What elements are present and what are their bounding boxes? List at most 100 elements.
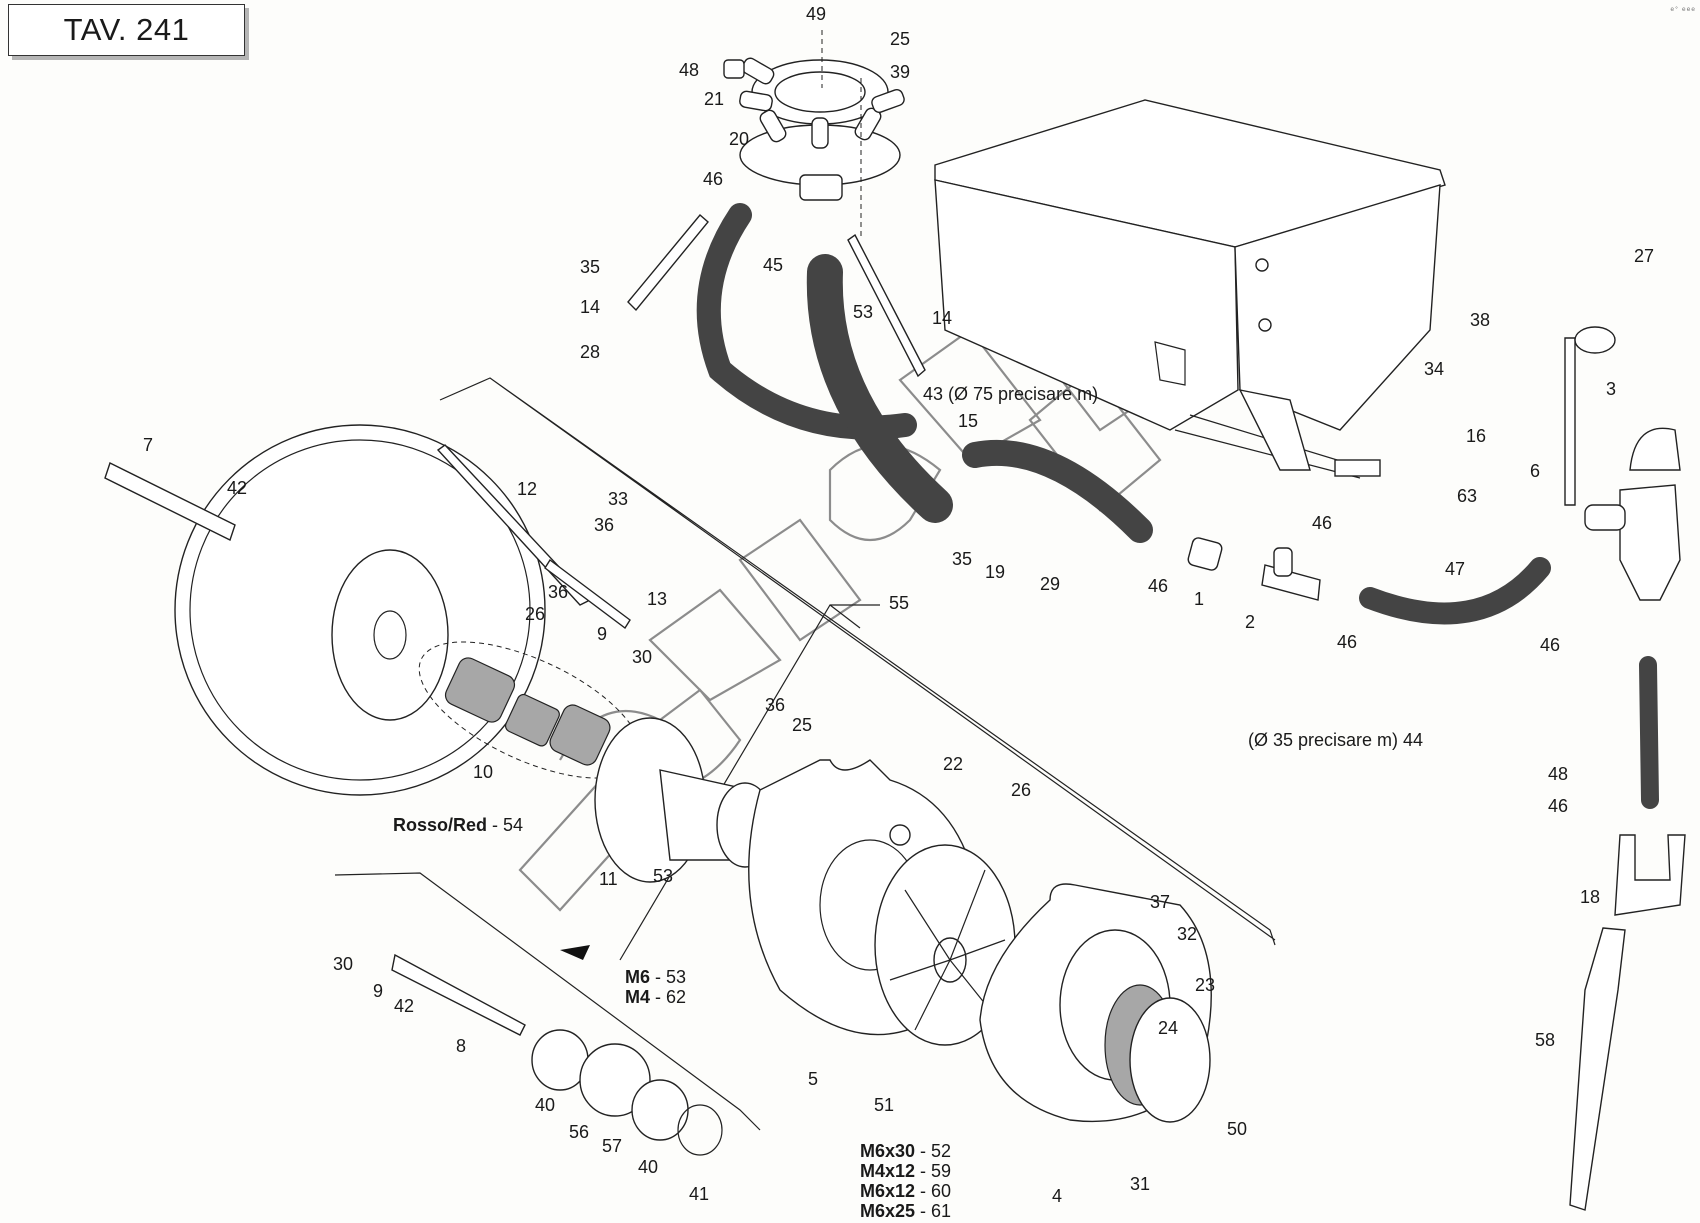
- callout-2: 2: [1245, 612, 1256, 632]
- callout-27: 27: [1634, 246, 1655, 266]
- direction-arrow: [560, 945, 590, 960]
- callout-57: 57: [602, 1136, 623, 1156]
- shaft-8: [391, 953, 526, 1036]
- callout-13: 13: [647, 589, 668, 609]
- callout-47: 47: [1445, 559, 1466, 579]
- callout-37: 37: [1150, 892, 1171, 912]
- clamp-3: [1574, 326, 1616, 354]
- callout-43: 43 (Ø 75 precisare m): [923, 384, 1099, 404]
- hose-44a: [1359, 557, 1551, 625]
- size-code: M6x12: [860, 1181, 916, 1201]
- size-code: M4x12: [860, 1161, 916, 1181]
- nut-size-row: M6 - 53: [625, 967, 687, 987]
- callout-49: 49: [806, 4, 827, 24]
- hose-43b: [806, 254, 953, 523]
- circlip-41: [677, 1104, 723, 1156]
- spacer-22: [889, 824, 911, 846]
- hose-43c: [962, 439, 1153, 543]
- callout-46: 46: [703, 169, 724, 189]
- callout-46: 46: [1337, 632, 1358, 652]
- callout-1: 1: [1194, 589, 1205, 609]
- callout-55: 55: [889, 593, 910, 613]
- callout-3: 3: [1606, 379, 1617, 399]
- callout-40: 40: [638, 1157, 659, 1177]
- group-outline-55: [439, 377, 1276, 946]
- callout-21: 21: [704, 89, 725, 109]
- distributor-head: [723, 30, 905, 240]
- callout-6: 6: [1530, 461, 1541, 481]
- callout-46: 46: [1540, 635, 1561, 655]
- callout-42: 42: [394, 996, 415, 1016]
- callout-58: 58: [1535, 1030, 1556, 1050]
- callout-8: 8: [456, 1036, 467, 1056]
- color-note-code: Rosso/Red: [393, 815, 488, 835]
- callout-46: 46: [1148, 576, 1169, 596]
- callout-39: 39: [890, 62, 911, 82]
- size-code: M6: [625, 967, 651, 987]
- circlip-57: [579, 1043, 651, 1117]
- callout-38: 38: [1470, 310, 1491, 330]
- callout-56: 56: [569, 1122, 590, 1142]
- callout-19: 19: [985, 562, 1006, 582]
- table-title: TAV. 241: [8, 4, 245, 56]
- hopper: [934, 99, 1446, 479]
- hose-44b: [1639, 656, 1659, 809]
- corner-mark: e° eee: [1670, 6, 1696, 13]
- callout-22: 22: [943, 754, 964, 774]
- cap-24: [1129, 997, 1211, 1123]
- callout-9: 9: [373, 981, 384, 1001]
- callout-15: 15: [958, 411, 979, 431]
- callout-36: 36: [765, 695, 786, 715]
- hose-43a: [696, 203, 917, 440]
- callout-28: 28: [580, 342, 601, 362]
- size-part: 52: [931, 1141, 952, 1161]
- callout-63: 63: [1457, 486, 1478, 506]
- callout-30: 30: [632, 647, 653, 667]
- callout-11: 11: [599, 869, 618, 889]
- callout-36: 36: [594, 515, 615, 535]
- callout-51: 51: [874, 1095, 895, 1115]
- callout-42: 42: [227, 478, 248, 498]
- callout-35: 35: [580, 257, 601, 277]
- callout-29: 29: [1040, 574, 1061, 594]
- size-part: 61: [931, 1201, 952, 1221]
- table-title-text: TAV. 241: [63, 12, 190, 47]
- callout-53: 53: [853, 302, 874, 322]
- color-note-sep: -: [487, 815, 504, 835]
- brace-13: [544, 558, 631, 630]
- callout-14: 14: [932, 308, 953, 328]
- callout-12: 12: [517, 479, 538, 499]
- size-part: 53: [666, 967, 687, 987]
- callout-30: 30: [333, 954, 354, 974]
- tube-58: [1569, 927, 1626, 1211]
- callout-36: 36: [548, 582, 569, 602]
- callout-53: 53: [653, 866, 674, 886]
- nut-size-list: M6 - 53 M4 - 62: [625, 967, 686, 1007]
- callout-20: 20: [729, 129, 750, 149]
- color-note-part: 54: [503, 815, 524, 835]
- strap-14-right: [847, 233, 926, 378]
- color-note: Rosso/Red - 54: [393, 815, 523, 836]
- callout-46: 46: [1548, 796, 1569, 816]
- callout-26: 26: [525, 604, 546, 624]
- size-code: M6x25: [860, 1201, 916, 1221]
- nut-size-row: M4 - 62: [625, 987, 687, 1007]
- strap-16: [1564, 337, 1576, 506]
- callout-14: 14: [580, 297, 601, 317]
- callout-40: 40: [535, 1095, 556, 1115]
- callout-25: 25: [890, 29, 911, 49]
- size-part: 59: [931, 1161, 952, 1181]
- t-piece-branch: [1273, 547, 1293, 577]
- size-code: M6x30: [860, 1141, 916, 1161]
- group-outline-lower: [334, 872, 761, 1131]
- callout-34: 34: [1424, 359, 1445, 379]
- callout-33: 33: [608, 489, 629, 509]
- callout-45: 45: [763, 255, 784, 275]
- callout-9: 9: [597, 624, 608, 644]
- callout-18: 18: [1580, 887, 1601, 907]
- callout-16: 16: [1466, 426, 1487, 446]
- screw-size-row: M6x30 - 52: [860, 1141, 952, 1161]
- size-code: M4: [625, 987, 651, 1007]
